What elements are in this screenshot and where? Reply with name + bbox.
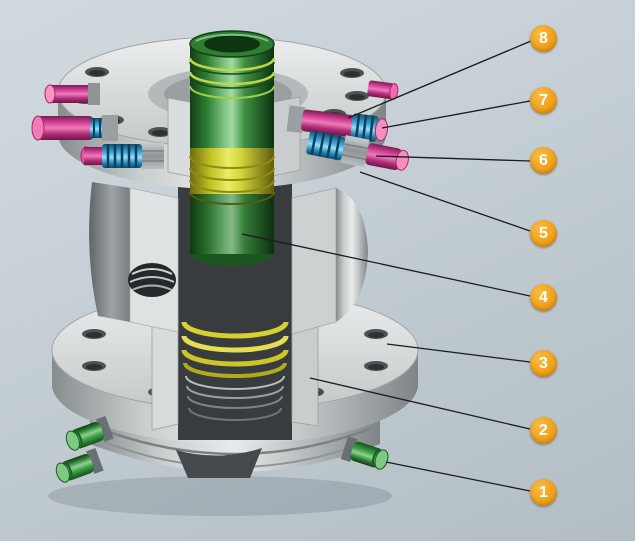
left-valve [31,115,118,141]
leader-line-2 [309,377,531,430]
leader-line-3 [386,343,531,363]
right-valve-assembly [286,80,409,171]
callout-number: 2 [539,421,548,439]
callout-number: 6 [539,151,548,169]
callout-badge-1: 1 [530,479,557,506]
plug-bottom-left-lower [55,447,104,483]
callout-number: 7 [539,91,548,109]
callout-number: 8 [539,29,548,47]
lock-screw-plugs [55,415,389,483]
callout-number: 3 [539,354,548,372]
callout-badge-8: 8 [530,25,557,52]
bore-thread-section [185,375,285,421]
left-valve-assembly [31,83,164,169]
callout-number: 4 [539,288,548,306]
callout-badge-6: 6 [530,147,557,174]
callout-badge-3: 3 [530,350,557,377]
callout-badge-5: 5 [530,220,557,247]
ground-shadow [48,476,392,516]
right-upper-valve [286,105,389,142]
callout-number: 5 [539,224,548,242]
leader-line-6 [375,155,531,162]
leader-lines [241,40,532,492]
leader-line-7 [381,100,531,129]
callout-badge-7: 7 [530,87,557,114]
plug-bottom-right [340,436,389,470]
right-top-plug [367,80,399,101]
left-top-plug [44,83,100,105]
side-outlet-threads [128,263,176,297]
callout-badge-2: 2 [530,417,557,444]
leader-line-4 [241,233,531,297]
casing-hanger-mandrel [188,30,276,266]
callout-number: 1 [539,483,548,501]
leader-line-8 [347,40,532,119]
spool-body-section [89,182,368,335]
callout-badge-4: 4 [530,284,557,311]
seal-rings [181,321,289,378]
leader-line-1 [385,461,531,492]
plug-bottom-left-upper [65,415,114,451]
leader-line-5 [359,171,531,232]
bottom-stub-detail [97,426,373,478]
left-gauge-fitting [80,143,164,169]
